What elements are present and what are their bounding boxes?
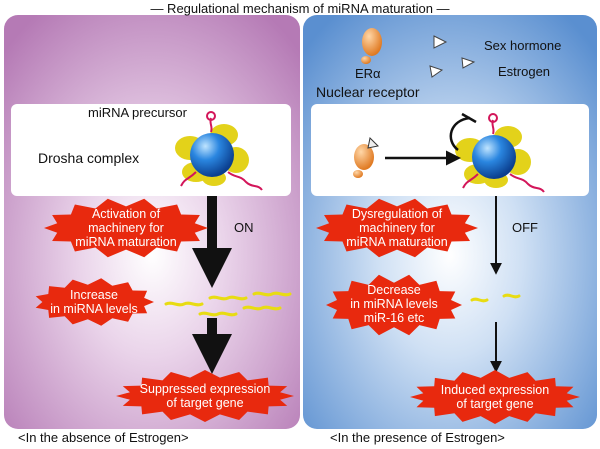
induced-line-2: of target gene: [456, 397, 534, 411]
right-star-decrease: [326, 274, 462, 336]
right-star-induced: [410, 370, 580, 424]
activation-line-1: Activation of: [91, 207, 161, 221]
increase-line-2: in miRNA levels: [50, 302, 138, 316]
right-star-dysregulation: [316, 198, 478, 258]
sex-hormone-label: Sex hormone: [484, 38, 562, 53]
er-alpha-receptor-icon: [361, 28, 382, 64]
induced-line-1: Induced expression: [440, 383, 550, 397]
suppressed-line-2: of target gene: [166, 396, 244, 410]
activation-text: Activation of machinery for miRNA matura…: [44, 207, 208, 249]
drosha-complex-label: Drosha complex: [38, 150, 140, 166]
left-caption: <In the absence of Estrogen>: [18, 430, 189, 445]
nuclear-receptor-label: Nuclear receptor: [316, 84, 420, 100]
left-drosha-complex-icon: [175, 111, 263, 191]
left-star-increase: [35, 278, 155, 326]
right-drosha-complex-icon: [455, 113, 545, 193]
mirna-precursor-label: miRNA precursor: [88, 105, 187, 120]
increase-line-1: Increase: [70, 288, 118, 302]
inhibition-symbol-icon: [449, 116, 471, 151]
left-star-activation: [44, 198, 208, 258]
estrogen-molecule-icon: [429, 35, 476, 78]
dysregulation-text: Dysregulation of machinery for miRNA mat…: [316, 207, 478, 249]
decrease-line-1: Decrease: [367, 283, 421, 297]
page-title: — Regulational mechanism of miRNA matura…: [150, 1, 450, 16]
right-mirna-strands-icon: [470, 293, 521, 303]
dysregulation-line-1: Dysregulation of: [351, 207, 443, 221]
right-white-box: [311, 104, 589, 196]
on-label: ON: [234, 220, 254, 235]
activation-line-2: machinery for: [88, 221, 164, 235]
left-star-suppressed: [116, 370, 294, 422]
estrogen-label: Estrogen: [498, 64, 551, 79]
er-alpha-bound-icon: [353, 136, 380, 178]
dysregulation-line-2: machinery for: [359, 221, 435, 235]
er-alpha-label: ERα: [355, 66, 381, 81]
suppressed-text: Suppressed expression of target gene: [116, 382, 294, 410]
inhibition-bar: [461, 112, 477, 124]
off-label: OFF: [512, 220, 538, 235]
decrease-text: Decrease in miRNA levels miR-16 etc: [326, 283, 462, 325]
activation-line-3: miRNA maturation: [75, 235, 177, 249]
induced-text: Induced expression of target gene: [410, 383, 580, 411]
decrease-line-2: in miRNA levels: [350, 297, 438, 311]
left-mirna-strands-icon: [164, 291, 292, 317]
right-caption: <In the presence of Estrogen>: [330, 430, 505, 445]
suppressed-line-1: Suppressed expression: [139, 382, 271, 396]
dysregulation-line-3: miRNA maturation: [346, 235, 448, 249]
decrease-line-3: miR-16 etc: [363, 311, 425, 325]
increase-text: Increase in miRNA levels: [34, 288, 154, 316]
